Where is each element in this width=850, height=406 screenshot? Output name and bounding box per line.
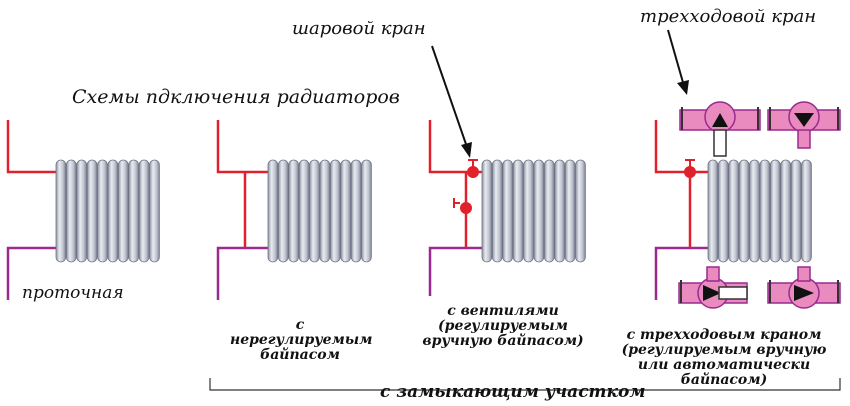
radiator-section <box>523 159 534 263</box>
radiator-section <box>502 159 513 263</box>
radiator-section <box>76 159 88 263</box>
radiator-section <box>707 159 719 263</box>
scheme-three-way-valve <box>654 29 841 309</box>
scheme-with-valves <box>428 45 586 296</box>
radiator-section <box>319 159 331 263</box>
three-way-valve <box>684 159 696 178</box>
ball-valve-arrow <box>431 45 472 158</box>
radiator-section <box>288 159 299 263</box>
radiator-section <box>780 159 791 263</box>
radiator-section <box>309 159 320 263</box>
supply-pipe <box>428 120 482 174</box>
radiator-section <box>790 159 802 263</box>
radiator <box>707 159 812 263</box>
radiator-section <box>107 159 119 263</box>
group-bracket <box>209 378 841 391</box>
radiator-section <box>533 159 545 263</box>
radiator-section <box>718 159 729 263</box>
radiator-section <box>575 159 586 263</box>
radiator-section <box>770 159 781 263</box>
supply-pipe <box>216 120 268 174</box>
radiator-section <box>512 159 524 263</box>
radiator-section <box>481 159 493 263</box>
three-way-valve-callout: трехходовой кран <box>640 6 817 27</box>
radiator-section <box>86 159 98 263</box>
valve-position-1 <box>679 101 761 157</box>
radiator-section <box>801 159 812 263</box>
scheme-4-caption: с трехходовым краном (регулируемым вручн… <box>621 327 827 388</box>
radiator-section <box>340 159 351 263</box>
radiator-section <box>749 159 760 263</box>
radiator-section <box>149 159 160 263</box>
radiator-section <box>738 159 750 263</box>
scheme-flow-through <box>6 120 160 300</box>
diagram-title: Схемы пдключения радиаторов <box>72 86 400 108</box>
radiator-section <box>759 159 771 263</box>
radiator-section <box>277 159 289 263</box>
valve-position-4 <box>767 266 841 309</box>
radiator-section <box>267 159 279 263</box>
return-pipe <box>428 246 482 296</box>
radiator-section <box>728 159 739 263</box>
valve-position-2 <box>767 101 841 149</box>
radiator-section <box>491 159 503 263</box>
radiator-section <box>298 159 310 263</box>
radiator-section <box>350 159 362 263</box>
radiator-section <box>66 159 77 263</box>
return-pipe <box>216 246 268 300</box>
radiator-section <box>97 159 108 263</box>
radiator-section <box>554 159 565 263</box>
scheme-3-caption: с вентилями (регулируемым вручную байпас… <box>422 303 584 349</box>
radiator <box>481 159 586 263</box>
group-label: с замыкающим участком <box>380 382 646 402</box>
radiator <box>55 159 160 263</box>
radiator-section <box>138 159 150 263</box>
scheme-2-caption: с нерегулируемым байпасом <box>230 317 373 363</box>
supply-pipe <box>6 120 56 174</box>
return-pipe <box>6 246 56 300</box>
radiator-section <box>128 159 140 263</box>
radiator-section <box>55 159 67 263</box>
radiator-section <box>564 159 576 263</box>
scheme-unregulated-bypass <box>216 120 372 300</box>
radiator <box>267 159 372 263</box>
radiator-section <box>361 159 372 263</box>
radiator-section <box>118 159 129 263</box>
radiator-section <box>329 159 341 263</box>
scheme-1-caption: проточная <box>22 283 124 303</box>
valve-position-3 <box>678 266 748 309</box>
ball-valve-supply <box>467 159 479 178</box>
ball-valve-bypass <box>453 198 472 214</box>
three-way-valve-arrow <box>667 29 689 95</box>
radiator-section <box>544 159 555 263</box>
ball-valve-callout: шаровой кран <box>292 18 426 39</box>
